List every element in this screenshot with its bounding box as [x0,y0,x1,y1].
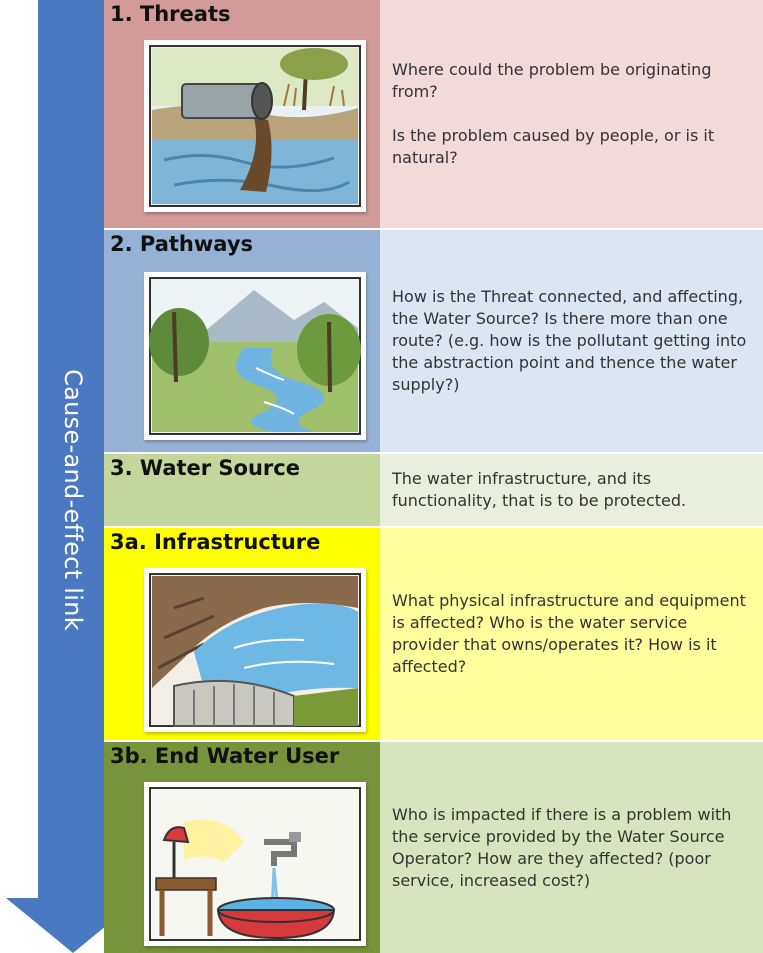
stage-title: 3a. Infrastructure [110,530,321,554]
river-landscape-illustration [144,272,366,440]
stage-title: 3b. End Water User [110,744,340,768]
stage-description: The water infrastructure, and its functi… [392,469,687,510]
dam-reservoir-illustration [144,568,366,732]
stage-pathways-left: 2. Pathways [104,230,380,452]
stage-end-water-user: 3b. End Water User Who is impacted if th… [104,742,763,953]
stage-end-water-user-right: Who is impacted if there is a problem wi… [380,742,763,953]
stage-title: 1. Threats [110,2,231,26]
stage-infrastructure-left: 3a. Infrastructure [104,528,380,740]
stage-infrastructure: 3a. Infrastructure What physical infrast… [104,528,763,740]
stage-description: Who is impacted if there is a problem wi… [392,804,732,890]
stage-threats: 1. Threats Where could the problem be or… [104,0,763,228]
pipe-discharge-illustration [144,40,366,212]
stage-description: How is the Threat connected, and affecti… [392,287,747,394]
stage-water-source-left: 3. Water Source [104,454,380,526]
stage-infrastructure-right: What physical infrastructure and equipme… [380,528,763,740]
stage-separator [104,228,763,230]
stage-end-water-user-left: 3b. End Water User [104,742,380,953]
stage-pathways-right: How is the Threat connected, and affecti… [380,230,763,452]
stage-separator [104,526,763,528]
tap-basin-illustration [144,782,366,946]
stage-threats-left: 1. Threats [104,0,380,228]
stage-separator [104,452,763,454]
stage-separator [104,740,763,742]
stage-description: Where could the problem be originating f… [392,60,715,167]
stage-pathways: 2. Pathways How is the Threat connected,… [104,230,763,452]
arrow-label: Cause-and-effect link [59,369,87,631]
stage-description: What physical infrastructure and equipme… [392,591,746,676]
stage-title: 2. Pathways [110,232,254,256]
stage-threats-right: Where could the problem be originating f… [380,0,763,228]
stage-water-source: 3. Water Source The water infrastructure… [104,454,763,526]
stage-water-source-right: The water infrastructure, and its functi… [380,454,763,526]
stage-title: 3. Water Source [110,456,300,480]
